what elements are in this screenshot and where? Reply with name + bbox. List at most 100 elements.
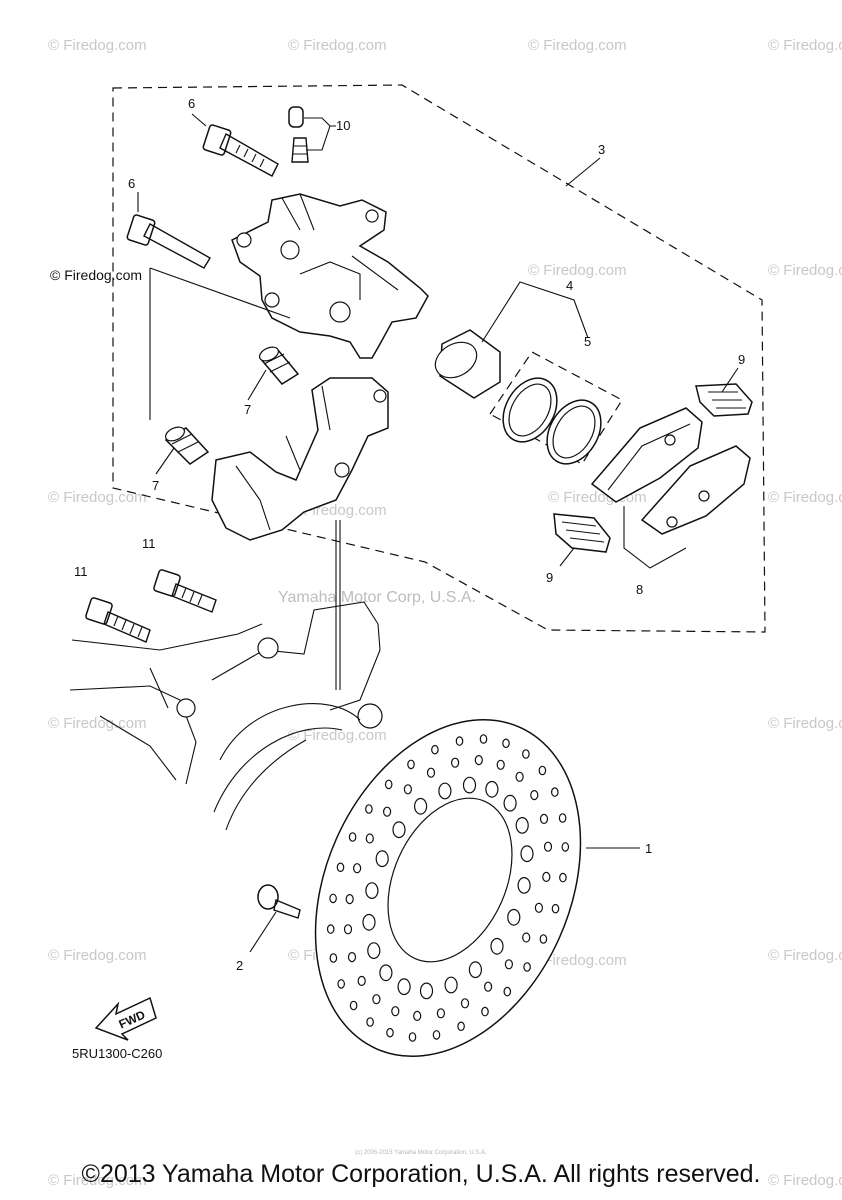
callout-6-middle: 6 bbox=[128, 176, 135, 191]
copyright-footer: ©2013 Yamaha Motor Corporation, U.S.A. A… bbox=[81, 1160, 761, 1188]
disc-vent-hole bbox=[413, 1010, 422, 1022]
disc-vent-hole bbox=[367, 942, 381, 959]
disc-vent-hole bbox=[484, 981, 493, 992]
disc-vent-hole bbox=[444, 976, 458, 994]
disc-vent-hole bbox=[419, 982, 434, 1000]
disc-vent-hole bbox=[366, 1017, 374, 1027]
tiny-notice: (c) 2005-2015 Yamaha Motor Corporation, … bbox=[355, 1150, 487, 1156]
disc-vent-hole bbox=[539, 813, 549, 825]
disc-vent-hole bbox=[451, 757, 460, 768]
bleed-screw bbox=[288, 106, 336, 163]
callout-9-lower: 9 bbox=[546, 570, 553, 585]
disc-vent-hole bbox=[551, 903, 560, 914]
disc-vent-hole bbox=[522, 749, 530, 759]
disc-vent-hole bbox=[432, 1030, 441, 1040]
assembly-guide-lines bbox=[149, 267, 341, 690]
disc-vent-hole bbox=[383, 806, 392, 817]
watermark-text: © Firedog.com bbox=[768, 37, 842, 54]
disc-vent-hole bbox=[504, 959, 513, 970]
mounting-bolt-a bbox=[85, 597, 151, 643]
disc-vent-hole bbox=[538, 765, 547, 776]
watermark-text: © Firedog.com bbox=[48, 37, 147, 54]
disc-vent-hole bbox=[523, 962, 531, 972]
disc-vent-hole bbox=[384, 779, 393, 790]
watermark-text: © Firedog.com bbox=[48, 715, 147, 732]
disc-vent-hole bbox=[550, 787, 559, 797]
disc-vent-hole bbox=[336, 862, 345, 873]
disc-vent-hole bbox=[490, 937, 504, 955]
watermark-text: © Firedog.com bbox=[768, 947, 842, 964]
watermark-text: © Firedog.com bbox=[768, 262, 842, 279]
disc-vent-hole bbox=[329, 893, 337, 904]
disc-vent-hole bbox=[542, 871, 551, 883]
callout-leaders bbox=[137, 113, 739, 953]
disc-vent-hole bbox=[436, 1008, 445, 1019]
disc-vent-hole bbox=[530, 789, 539, 801]
disc-vent-hole bbox=[375, 850, 389, 868]
caliper-bolt-upper bbox=[202, 124, 279, 177]
disc-vent-hole bbox=[496, 759, 505, 770]
watermark-text: © Firedog.com bbox=[288, 727, 387, 744]
disc-vent-hole bbox=[349, 1000, 358, 1011]
disc-vent-hole bbox=[438, 782, 452, 800]
watermark-text: © Firedog.com bbox=[528, 37, 627, 54]
disc-vent-hole bbox=[515, 771, 524, 782]
disc-vent-hole bbox=[408, 1032, 417, 1042]
disc-vent-hole bbox=[348, 832, 357, 842]
disc-vent-hole bbox=[343, 924, 353, 935]
watermark-text: © Firedog.com bbox=[48, 1172, 147, 1189]
disc-vent-hole bbox=[357, 975, 366, 987]
watermark-text: © Firedog.com bbox=[48, 489, 147, 506]
mounting-bolt-b bbox=[153, 569, 217, 613]
disc-vent-hole bbox=[347, 951, 357, 963]
disc-vent-hole bbox=[503, 986, 512, 997]
disc-vent-holes bbox=[326, 734, 570, 1042]
disc-vent-hole bbox=[391, 1006, 400, 1017]
swingarm-outline bbox=[69, 601, 383, 831]
disc-vent-hole bbox=[485, 780, 499, 798]
disc-vent-hole bbox=[392, 821, 406, 839]
disc-vent-hole bbox=[474, 754, 483, 766]
disc-vent-hole bbox=[543, 841, 553, 852]
caliper-piston bbox=[434, 329, 501, 399]
disc-vent-hole bbox=[365, 833, 374, 844]
callout-2: 2 bbox=[236, 958, 243, 973]
pad-spring-lower bbox=[553, 513, 611, 553]
disc-vent-hole bbox=[426, 767, 436, 778]
watermark-text: © Firedog.com bbox=[768, 715, 842, 732]
callout-6-upper: 6 bbox=[188, 96, 195, 111]
disc-vent-hole bbox=[326, 924, 335, 934]
disc-vent-hole bbox=[337, 979, 346, 989]
seal-kit bbox=[489, 351, 623, 465]
callout-11-b: 11 bbox=[74, 564, 88, 579]
disc-vent-hole bbox=[372, 994, 381, 1005]
callout-9-upper: 9 bbox=[738, 352, 745, 367]
disc-vent-hole bbox=[345, 893, 354, 905]
disc-vent-hole bbox=[362, 913, 376, 931]
watermark-text: © Firedog.com bbox=[768, 489, 842, 506]
disc-vent-hole bbox=[522, 932, 531, 943]
piston-leader bbox=[481, 281, 589, 343]
disc-vent-hole bbox=[517, 877, 531, 894]
watermark-text: © Firedog.com bbox=[528, 262, 627, 279]
disc-vent-hole bbox=[515, 817, 529, 834]
disc-vent-hole bbox=[479, 734, 488, 744]
callout-1: 1 bbox=[645, 841, 652, 856]
disc-vent-hole bbox=[329, 953, 338, 963]
disc-vent-hole bbox=[407, 759, 415, 770]
caliper-bracket bbox=[211, 377, 389, 541]
disc-vent-hole bbox=[502, 738, 510, 749]
disc-vent-hole bbox=[414, 797, 428, 815]
watermark-text: © Firedog.com bbox=[288, 37, 387, 54]
disc-vent-hole bbox=[365, 882, 379, 899]
disc-vent-hole bbox=[386, 1027, 394, 1038]
callout-4: 4 bbox=[566, 278, 573, 293]
disc-vent-hole bbox=[460, 998, 470, 1009]
disc-vent-hole bbox=[481, 1006, 489, 1017]
watermark-text: © Firedog.com bbox=[768, 1172, 842, 1189]
disc-vent-hole bbox=[365, 804, 373, 814]
watermark-corp-text: Yamaha Motor Corp, U.S.A. bbox=[278, 589, 476, 606]
slide-pin-lower bbox=[164, 426, 210, 465]
callout-7-upper: 7 bbox=[244, 402, 251, 417]
